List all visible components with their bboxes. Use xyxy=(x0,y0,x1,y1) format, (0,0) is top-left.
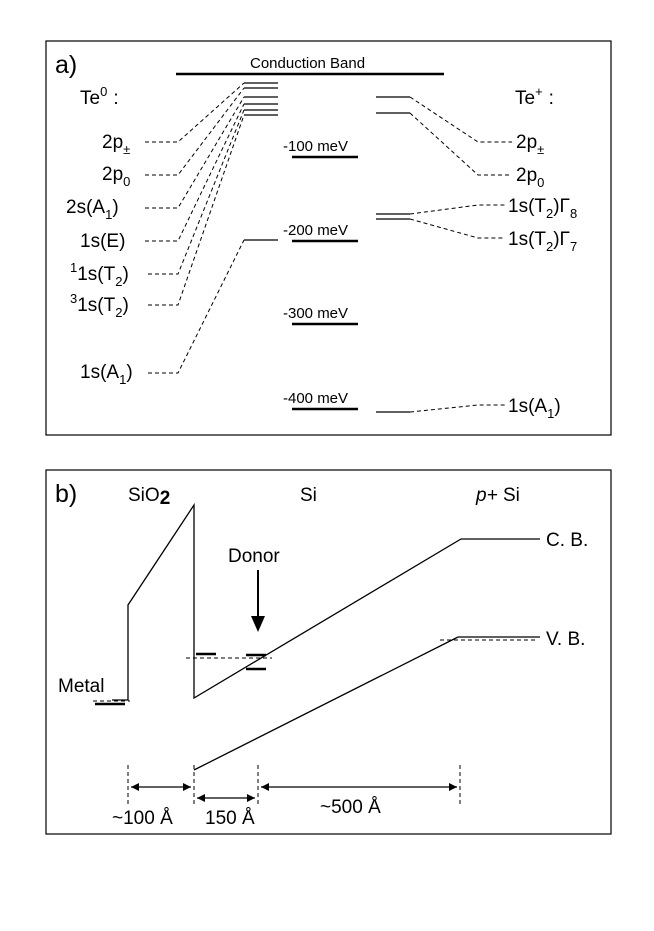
te0-connector xyxy=(148,239,245,374)
teplus-connector xyxy=(409,96,512,143)
teplus-connector xyxy=(409,218,505,239)
dim-arrowhead xyxy=(183,783,191,791)
panel-b-frame xyxy=(45,469,612,835)
teplus-connector xyxy=(409,204,505,215)
dim-label-150: 150 Å xyxy=(205,808,255,829)
scale-label-300: -300 meV xyxy=(283,305,348,322)
teplus-level-label: 1s(T2)Γ7 xyxy=(508,229,577,254)
teplus-level-label: 2p± xyxy=(516,132,544,157)
te0-level-label: 1s(E) xyxy=(80,231,125,252)
scale-label-400: -400 meV xyxy=(283,390,348,407)
scale-label-200: -200 meV xyxy=(283,222,348,239)
scale-label-100: -100 meV xyxy=(283,138,348,155)
te0-connector xyxy=(145,103,245,242)
dim-arrowhead xyxy=(261,783,269,791)
dim-arrowhead xyxy=(131,783,139,791)
te0-level-label: 2s(A1) xyxy=(66,197,119,222)
si-label: Si xyxy=(300,485,317,506)
dim-label-500: ~500 Å xyxy=(320,797,381,818)
te0-level-label: 1s(A1) xyxy=(80,362,133,387)
te0-label: Te0: xyxy=(80,84,119,109)
te0-connector xyxy=(148,114,245,306)
teplus-label: Te+: xyxy=(515,84,554,109)
panel-b: b) SiO2 Si p+ Si C. B. V. B. Metal Donor xyxy=(45,469,612,835)
te0-connector xyxy=(145,82,245,143)
teplus-level-label: 1s(A1) xyxy=(508,396,561,421)
teplus-connector xyxy=(409,112,512,176)
p-si-label: p+ Si xyxy=(475,485,520,506)
metal-label: Metal xyxy=(58,676,104,697)
dim-arrowhead xyxy=(247,794,255,802)
dim-arrowhead xyxy=(449,783,457,791)
panel-a: a) Conduction Band Te0: Te+: 2p± 2p0 2s(… xyxy=(45,40,612,436)
te0-level-label: 11s(T2) xyxy=(70,260,129,289)
teplus-level-label: 1s(T2)Γ8 xyxy=(508,196,577,221)
donor-label: Donor xyxy=(228,546,280,567)
cb-label: C. B. xyxy=(546,530,588,551)
conduction-band-label: Conduction Band xyxy=(250,55,365,72)
panel-b-tag: b) xyxy=(55,480,77,508)
te0-connector xyxy=(148,109,245,275)
panel-a-frame xyxy=(45,40,612,436)
te0-connector xyxy=(145,87,245,176)
te0-level-label: 31s(T2) xyxy=(70,291,129,320)
dim-label-100: ~100 Å xyxy=(112,808,173,829)
sio2-label: SiO2 xyxy=(128,485,170,509)
valence-band-edge xyxy=(193,636,459,771)
dim-arrowhead xyxy=(197,794,205,802)
te0-level-label: 2p0 xyxy=(102,164,130,189)
teplus-connector xyxy=(409,404,505,413)
conduction-band-edge xyxy=(112,502,540,701)
teplus-level-label: 2p0 xyxy=(516,165,544,190)
vb-label: V. B. xyxy=(546,629,585,650)
te0-level-label: 2p± xyxy=(102,132,130,157)
te0-connector xyxy=(145,96,245,209)
panel-a-tag: a) xyxy=(55,51,77,79)
donor-arrow-head xyxy=(251,616,265,632)
